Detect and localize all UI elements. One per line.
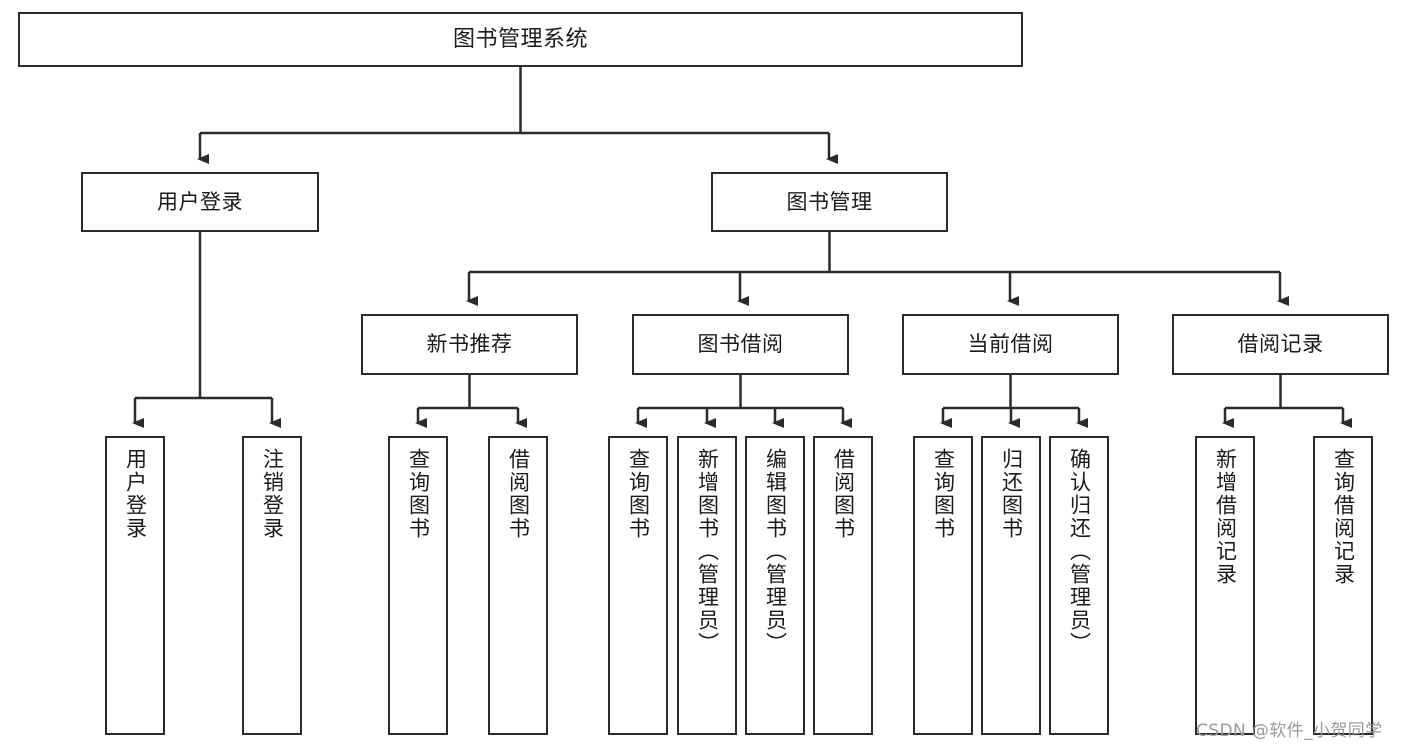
node-leaf-query-borrow-record-label: 查询借阅记录: [1331, 448, 1356, 586]
node-leaf-user-logout-label: 注销登录: [260, 448, 285, 540]
node-leaf-edit-book-admin-label: 编辑图书（管理员）: [763, 448, 788, 655]
node-leaf-user-login-label: 用户登录: [123, 448, 148, 540]
node-leaf-add-book-admin[interactable]: 新增图书（管理员）: [677, 436, 737, 735]
node-user-login[interactable]: 用户登录: [81, 172, 319, 232]
node-book-management-label: 图书管理: [786, 189, 873, 214]
node-leaf-return-book-label: 归还图书: [999, 448, 1024, 540]
node-leaf-query-book-3-label: 查询图书: [931, 448, 956, 540]
node-leaf-borrow-book-1-label: 借阅图书: [506, 448, 531, 540]
node-leaf-add-borrow-record-label: 新增借阅记录: [1213, 448, 1238, 586]
node-leaf-borrow-book-2-label: 借阅图书: [831, 448, 856, 540]
node-leaf-query-book-2[interactable]: 查询图书: [608, 436, 668, 735]
node-book-borrow[interactable]: 图书借阅: [632, 314, 849, 375]
node-leaf-query-borrow-record[interactable]: 查询借阅记录: [1313, 436, 1373, 735]
node-leaf-return-book[interactable]: 归还图书: [981, 436, 1041, 735]
node-book-management[interactable]: 图书管理: [711, 172, 948, 232]
node-book-borrow-label: 图书借阅: [697, 332, 784, 357]
node-root-system-label: 图书管理系统: [452, 26, 588, 52]
node-leaf-query-book-2-label: 查询图书: [626, 448, 651, 540]
node-leaf-add-borrow-record[interactable]: 新增借阅记录: [1195, 436, 1255, 735]
node-root-system[interactable]: 图书管理系统: [18, 12, 1023, 67]
node-borrow-record[interactable]: 借阅记录: [1172, 314, 1389, 375]
node-borrow-record-label: 借阅记录: [1237, 332, 1324, 357]
node-leaf-query-book-1[interactable]: 查询图书: [388, 436, 448, 735]
node-current-borrow-label: 当前借阅: [967, 332, 1054, 357]
node-leaf-confirm-return-admin-label: 确认归还（管理员）: [1067, 448, 1092, 655]
node-current-borrow[interactable]: 当前借阅: [902, 314, 1119, 375]
node-leaf-borrow-book-1[interactable]: 借阅图书: [488, 436, 548, 735]
node-leaf-user-login[interactable]: 用户登录: [105, 436, 165, 735]
node-leaf-user-logout[interactable]: 注销登录: [242, 436, 302, 735]
watermark: CSDN @软件_小贺同学: [1196, 721, 1383, 741]
node-leaf-edit-book-admin[interactable]: 编辑图书（管理员）: [745, 436, 805, 735]
node-new-book-recommend-label: 新书推荐: [426, 332, 513, 357]
node-leaf-borrow-book-2[interactable]: 借阅图书: [813, 436, 873, 735]
node-user-login-label: 用户登录: [157, 189, 243, 214]
node-leaf-add-book-admin-label: 新增图书（管理员）: [695, 448, 720, 655]
node-leaf-confirm-return-admin[interactable]: 确认归还（管理员）: [1049, 436, 1109, 735]
node-leaf-query-book-1-label: 查询图书: [406, 448, 431, 540]
node-new-book-recommend[interactable]: 新书推荐: [361, 314, 578, 375]
node-leaf-query-book-3[interactable]: 查询图书: [913, 436, 973, 735]
